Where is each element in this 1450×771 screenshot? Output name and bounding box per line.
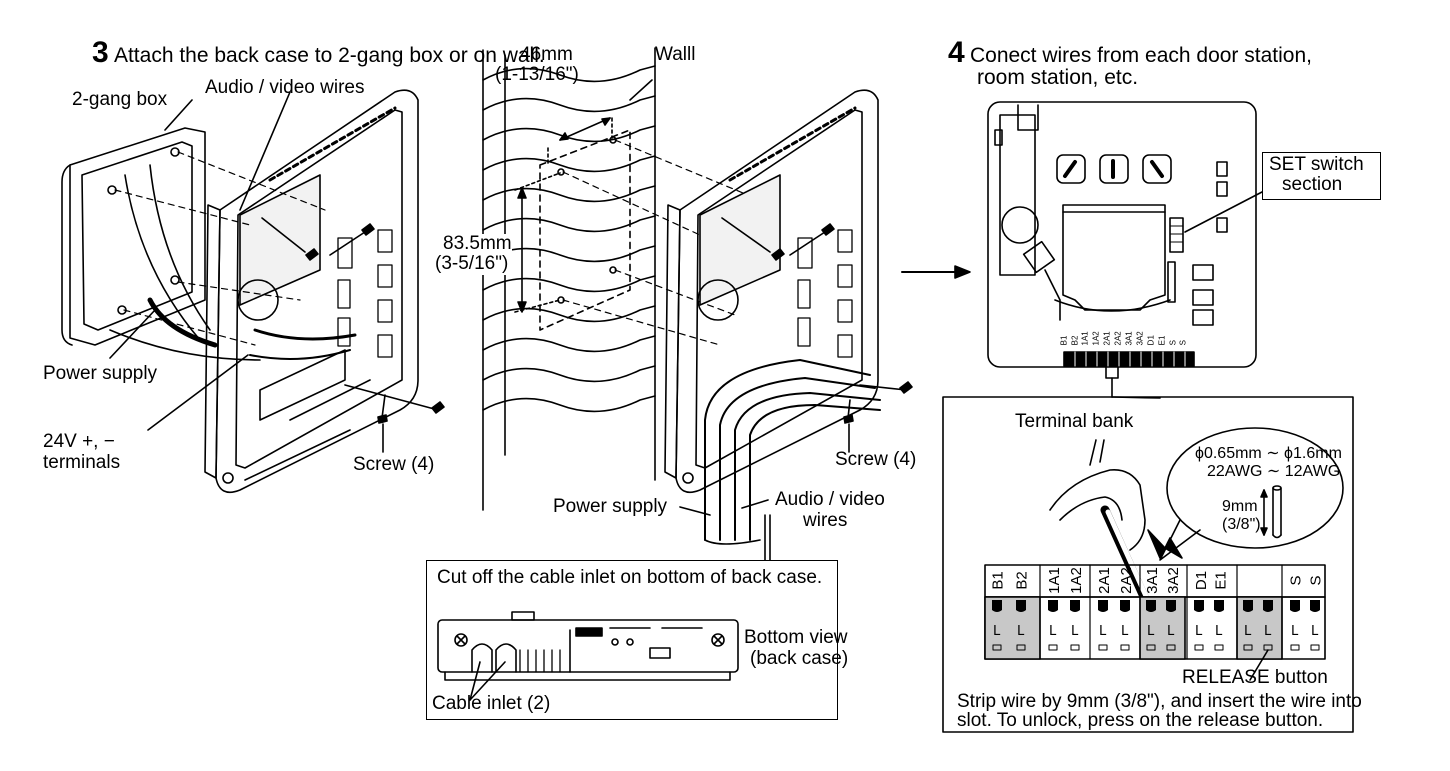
label-power-supply-left: Power supply xyxy=(43,363,158,384)
svg-text:L: L xyxy=(1195,624,1203,639)
svg-text:L: L xyxy=(1167,624,1175,639)
label-bottom-view-2: (back case) xyxy=(750,648,849,669)
svg-text:L: L xyxy=(1017,624,1025,639)
label-wire-spec-2: 22AWG ∼ 12AWG xyxy=(1207,463,1341,480)
label-dim-83-in: (3-5/16") xyxy=(435,253,509,275)
label-set-switch-2: section xyxy=(1282,174,1343,195)
label-gang-box: 2-gang box xyxy=(72,89,168,110)
terminal-label: D1 xyxy=(1193,570,1211,591)
step3-number: 3 xyxy=(92,36,109,69)
label-24v-terminals-2: terminals xyxy=(43,452,121,473)
step4-title-line2: room station, etc. xyxy=(977,66,1139,89)
label-24v-terminals-1: 24V +, − xyxy=(43,431,115,452)
cable-inlet-inset xyxy=(426,560,838,720)
svg-text:L: L xyxy=(1215,624,1223,639)
terminal-label: S xyxy=(1287,575,1305,586)
gang-box-illustration xyxy=(61,127,261,361)
svg-text:L: L xyxy=(993,624,1001,639)
label-power-supply-bottom: Power supply xyxy=(553,496,668,517)
svg-text:L: L xyxy=(1311,624,1319,639)
svg-text:L: L xyxy=(1291,624,1299,639)
label-strip-len-in: (3/8") xyxy=(1222,516,1261,533)
step4-heading: 4 Conect wires from each door station, xyxy=(948,36,1312,69)
step3-heading: 3 Attach the back case to 2-gang box or … xyxy=(92,36,545,69)
terminal-label-row: B1 B2 1A1 1A2 2A1 2A2 3A1 3A2 D1 E1 S S xyxy=(985,566,1325,596)
label-audio-video-wires: Audio / video wires xyxy=(205,77,365,98)
label-strip-len: 9mm xyxy=(1222,498,1258,515)
set-switch-callout: SET switch section xyxy=(1262,152,1381,200)
bottom-view-drawing xyxy=(437,611,739,701)
terminal-label: 1A1 xyxy=(1045,567,1063,594)
label-audio-video-bottom-2: wires xyxy=(803,510,848,531)
terminal-label: E1 xyxy=(1212,571,1230,590)
step4-number: 4 xyxy=(948,36,965,69)
terminal-label: 3A1 xyxy=(1143,567,1161,594)
step3-title: Attach the back case to 2-gang box or on… xyxy=(113,44,545,67)
inset-caption: Cut off the cable inlet on bottom of bac… xyxy=(437,567,823,588)
step4-title-line1: Conect wires from each door station, xyxy=(969,44,1312,67)
wall-section xyxy=(482,47,656,511)
label-screw-left: Screw (4) xyxy=(353,454,435,475)
instruction-line-1: Strip wire by 9mm (3/8"), and insert the… xyxy=(957,691,1362,712)
device-rear-view xyxy=(987,101,1263,398)
label-bottom-view-1: Bottom view xyxy=(744,627,848,648)
svg-text:L: L xyxy=(1244,624,1252,639)
label-screw-right: Screw (4) xyxy=(835,449,917,470)
svg-text:L: L xyxy=(1099,624,1107,639)
label-wall: Walll xyxy=(655,44,696,65)
terminal-label: 2A1 xyxy=(1095,567,1113,594)
device-terminal-label: S xyxy=(1178,339,1188,346)
label-terminal-bank: Terminal bank xyxy=(1015,411,1134,432)
terminal-label: B2 xyxy=(1013,571,1031,590)
svg-text:L: L xyxy=(1121,624,1129,639)
back-case-left xyxy=(204,89,419,494)
label-cable-inlet: Cable inlet (2) xyxy=(432,693,551,714)
terminal-label: B1 xyxy=(989,571,1007,590)
label-dim-83: 83.5mm xyxy=(443,233,512,255)
svg-text:L: L xyxy=(1264,624,1272,639)
label-audio-video-bottom-1: Audio / video xyxy=(775,489,885,510)
terminal-label: 1A2 xyxy=(1067,567,1085,594)
svg-text:L: L xyxy=(1147,624,1155,639)
terminal-label: S xyxy=(1307,575,1325,586)
label-dim-46: 46mm xyxy=(520,44,573,65)
terminal-label: 2A2 xyxy=(1117,567,1135,594)
terminal-label: 3A2 xyxy=(1164,567,1182,594)
back-case-right xyxy=(664,89,881,541)
label-wire-spec-1: ϕ0.65mm ∼ ϕ1.6mm xyxy=(1195,445,1342,462)
label-set-switch-1: SET switch xyxy=(1269,154,1364,175)
svg-text:L: L xyxy=(1049,624,1057,639)
label-dim-46-in: (1-13/16") xyxy=(495,64,579,85)
svg-text:L: L xyxy=(1071,624,1079,639)
instruction-line-2: slot. To unlock, press on the release bu… xyxy=(957,710,1324,731)
device-terminal-labels: B1 B2 1A1 1A2 2A1 2A2 3A1 3A2 D1 E1 S S xyxy=(1059,330,1194,350)
label-release-button: RELEASE button xyxy=(1182,667,1328,688)
